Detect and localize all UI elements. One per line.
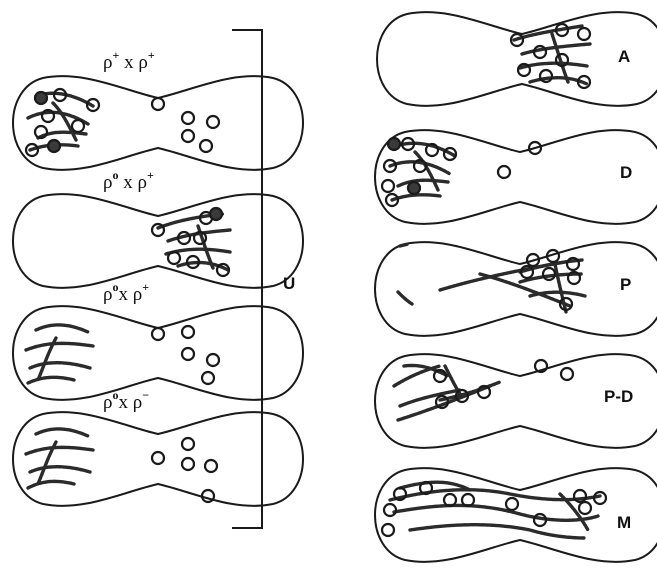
label-m: M [617,513,631,532]
cell-left-3 [13,306,303,400]
cell-left-1 [13,76,303,170]
bracket-label-u: U [283,274,295,293]
cell-a [377,12,657,106]
cell-d [375,130,657,224]
cross-label-2: ρo x ρ+ [103,168,154,193]
label-p-d: P-D [604,387,633,406]
label-d: D [620,163,632,182]
label-p: P [620,275,631,294]
cell-m [375,468,657,562]
cross-label-4: ρox ρ− [103,388,149,413]
label-a: A [618,47,630,66]
cell-left-2 [13,194,303,288]
cross-label-1: ρ+ x ρ+ [103,48,155,73]
cell-left-4 [13,412,303,506]
cell-p [375,242,657,336]
cross-label-3: ρox ρ+ [103,280,149,305]
